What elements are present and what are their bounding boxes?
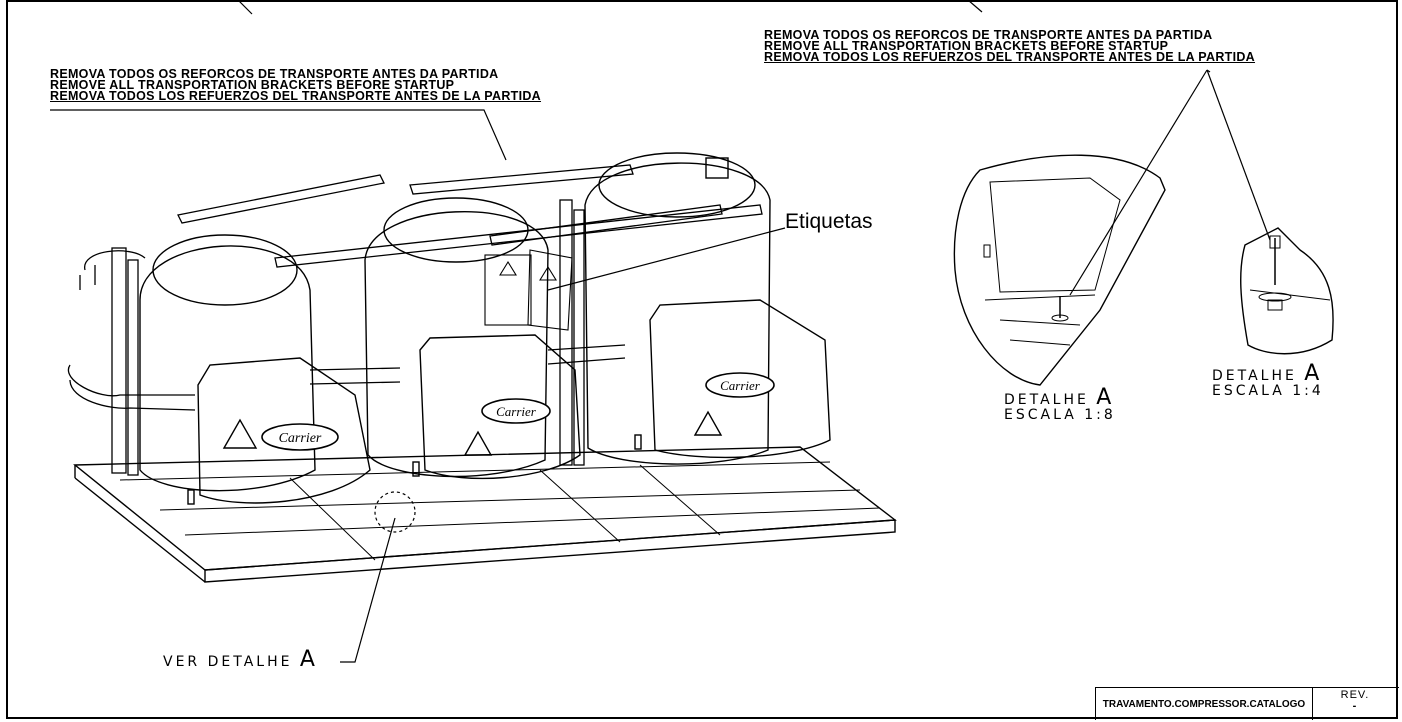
terminal-cover-right	[634, 299, 831, 459]
detail-1-name: DETALHE	[1004, 392, 1089, 408]
revision-label: REV.	[1340, 689, 1370, 701]
top-leader-left	[237, 0, 253, 15]
revision-value: -	[1352, 700, 1358, 712]
terminal-cover-middle	[412, 334, 581, 480]
base-frame	[73, 446, 897, 583]
carrier-logo-right: Carrier	[720, 378, 761, 393]
transport-note-left: REMOVA TODOS OS REFORCOS DE TRANSPORTE A…	[50, 67, 542, 103]
compressor-shell-left	[139, 234, 316, 492]
note-left-line-2: REMOVE ALL TRANSPORTATION BRACKETS BEFOR…	[50, 78, 455, 92]
see-detail-letter: A	[299, 647, 315, 672]
transport-brackets	[177, 164, 763, 268]
detail-caption-scale-8: DETALHE A ESCALA 1:8	[1004, 387, 1116, 423]
leader-left-note	[50, 109, 507, 161]
leader-ver-detalhe	[340, 517, 396, 663]
compressor-shell-right	[584, 152, 771, 465]
leader-right-note-b	[1206, 69, 1271, 241]
detail-2-letter: A	[1304, 361, 1320, 386]
drawing-sheet-border	[6, 0, 1398, 719]
see-detail-text: VER DETALHE	[163, 654, 293, 670]
carrier-logo-middle: Carrier	[496, 404, 537, 419]
top-leader-right	[967, 0, 983, 13]
detail-reference-circle	[374, 491, 416, 533]
title-block: TRAVAMENTO.COMPRESSOR.CATALOGO REV. -	[1095, 687, 1399, 720]
drawing-name: TRAVAMENTO.COMPRESSOR.CATALOGO	[1096, 688, 1313, 720]
detail-2-name: DETALHE	[1212, 368, 1297, 384]
note-right-line-1: REMOVA TODOS OS REFORCOS DE TRANSPORTE A…	[764, 28, 1213, 42]
terminal-cover-left	[187, 357, 371, 505]
note-left-line-1: REMOVA TODOS OS REFORCOS DE TRANSPORTE A…	[50, 67, 499, 81]
detail-1-letter: A	[1096, 385, 1112, 410]
note-right-line-3: REMOVA TODOS LOS REFUERZOS DEL TRANSPORT…	[764, 50, 1256, 64]
carrier-logos: Carrier Carrier Carrier	[261, 372, 775, 451]
revision-cell: REV. -	[1313, 688, 1397, 721]
warning-labels	[484, 249, 573, 331]
detail-a-scale-4	[1240, 227, 1334, 355]
transport-note-right: REMOVA TODOS OS REFORCOS DE TRANSPORTE A…	[764, 28, 1256, 64]
leader-right-note-a	[1069, 69, 1208, 296]
detail-1-scale: ESCALA 1:8	[1004, 407, 1116, 423]
support-posts	[111, 199, 585, 476]
note-left-line-3: REMOVA TODOS LOS REFUERZOS DEL TRANSPORT…	[50, 89, 542, 103]
note-right-line-2: REMOVE ALL TRANSPORTATION BRACKETS BEFOR…	[764, 39, 1169, 53]
detail-2-scale: ESCALA 1:4	[1212, 383, 1324, 399]
labels-callout: Etiquetas	[785, 210, 873, 233]
see-detail-callout: VER DETALHE A	[163, 649, 315, 671]
carrier-logo-left: Carrier	[279, 431, 322, 446]
leader-etiquetas	[547, 227, 786, 291]
detail-a-scale-8	[953, 154, 1166, 386]
piping	[67, 250, 626, 411]
detail-caption-scale-4: DETALHE A ESCALA 1:4	[1212, 363, 1324, 399]
